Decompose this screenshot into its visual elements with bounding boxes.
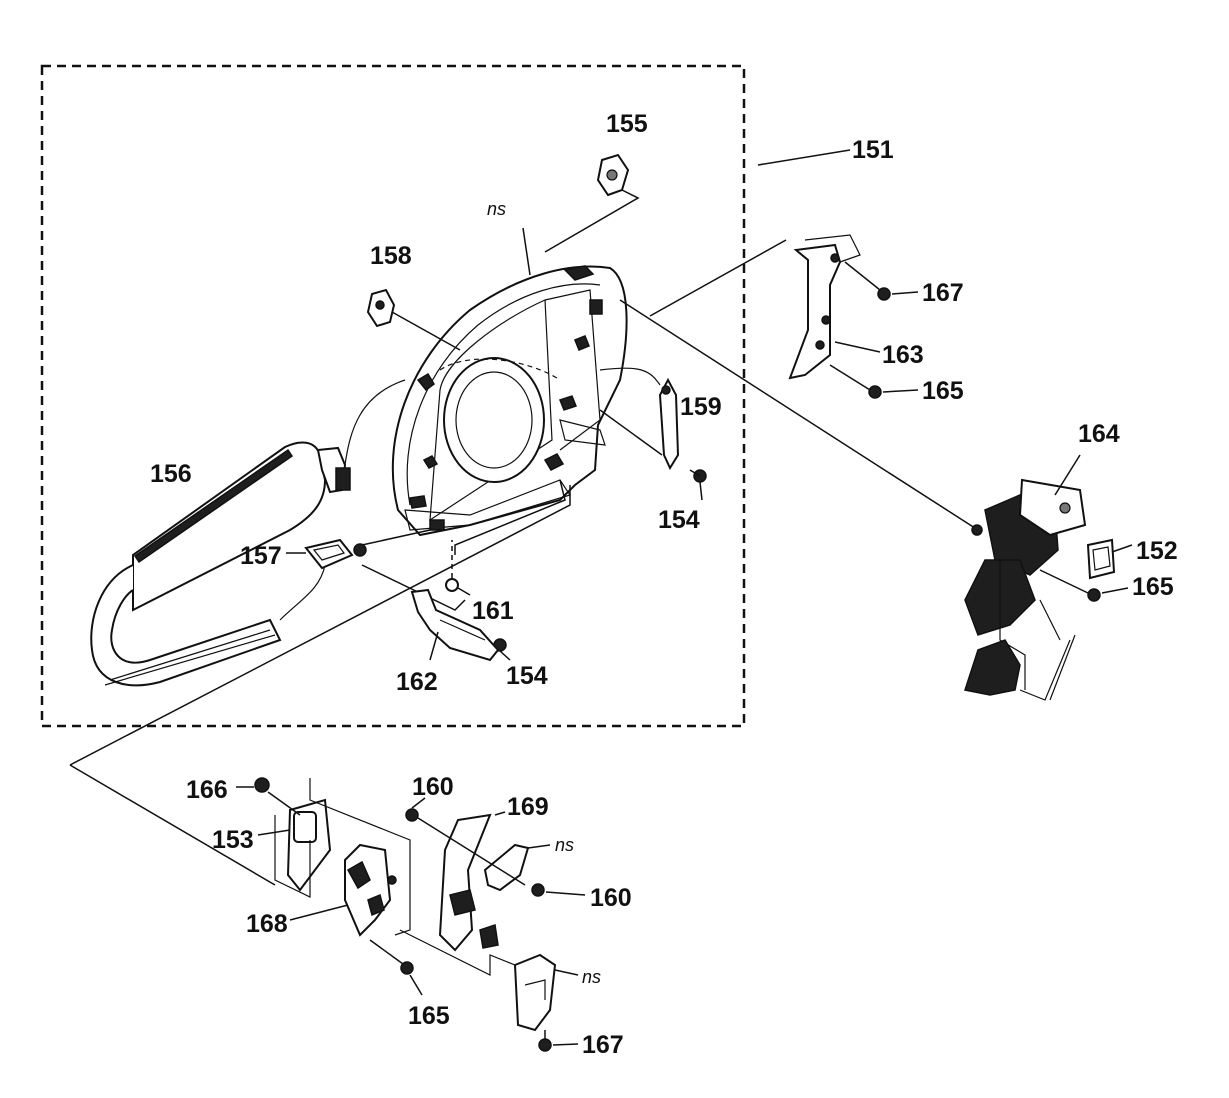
label-168: 168: [246, 910, 288, 938]
label-162: 162: [396, 668, 438, 696]
label-154a: 154: [658, 506, 700, 534]
label-158: 158: [370, 242, 412, 270]
part-162: [410, 588, 500, 662]
part-168: [289, 778, 516, 976]
label-ns-2: ns: [555, 835, 574, 855]
screw-165-upper: [829, 364, 919, 399]
label-165b: 165: [1132, 573, 1174, 601]
label-ns-1: ns: [487, 199, 506, 219]
label-164: 164: [1078, 420, 1120, 448]
part-ns-bottom-bracket: [513, 953, 579, 1032]
part-155: [544, 153, 640, 253]
cabinet-body: [391, 265, 628, 537]
screw-160-lower: [531, 883, 586, 897]
part-164-assembly: [964, 454, 1087, 701]
label-159: 159: [680, 393, 722, 421]
label-167b: 167: [582, 1031, 624, 1059]
label-160b: 160: [590, 884, 632, 912]
part-169: [438, 811, 506, 952]
label-ns-3: ns: [582, 967, 601, 987]
part-ns-bottom-right: [483, 843, 551, 892]
part-157: [286, 529, 466, 611]
part-158: [366, 288, 461, 351]
label-155: 155: [606, 110, 648, 138]
label-169: 169: [507, 793, 549, 821]
label-154b: 154: [506, 662, 548, 690]
part-152: [1086, 538, 1133, 580]
screw-154-upper: [689, 469, 707, 501]
part-153: [257, 798, 332, 898]
label-156: 156: [150, 460, 192, 488]
label-163: 163: [882, 341, 924, 369]
label-157: 157: [240, 542, 282, 570]
screw-165-right: [1039, 569, 1129, 602]
label-161: 161: [472, 597, 514, 625]
part-163: [788, 234, 881, 380]
label-151: 151: [852, 136, 894, 164]
screw-166: [236, 777, 301, 816]
screw-165-bottom: [369, 939, 423, 996]
screw-167-lower: [538, 1030, 579, 1052]
label-153: 153: [212, 826, 254, 854]
label-160a: 160: [412, 773, 454, 801]
part-161: [445, 540, 471, 596]
screw-167-upper: [844, 261, 919, 301]
label-165a: 165: [922, 377, 964, 405]
label-165c: 165: [408, 1002, 450, 1030]
label-166: 166: [186, 776, 228, 804]
screw-160-upper: [405, 797, 526, 886]
assembly-151-boundary: [40, 64, 746, 728]
part-159: [599, 367, 680, 471]
label-152: 152: [1136, 537, 1178, 565]
label-167a: 167: [922, 279, 964, 307]
part-156: [90, 379, 406, 687]
